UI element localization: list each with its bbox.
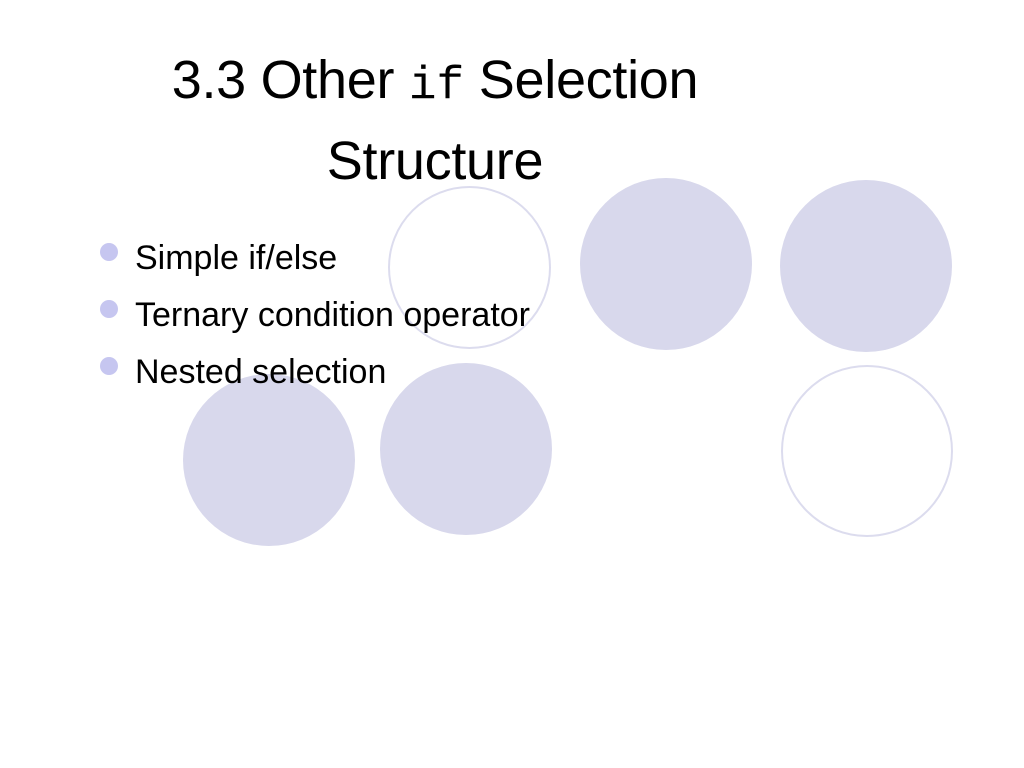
list-item: Nested selection (96, 344, 916, 401)
slide-title-prefix: 3.3 Other (171, 50, 409, 110)
slide-title-keyword-if: if (408, 60, 465, 112)
bullet-label: Ternary condition operator (135, 296, 531, 334)
bullet-label: Nested selection (135, 353, 387, 391)
bullet-dot-icon (100, 357, 118, 375)
bullet-label: Simple if/else (135, 239, 338, 277)
slide-title: 3.3 Other if Selection Structure (102, 40, 768, 202)
bullet-dot-icon (100, 300, 118, 318)
slide-title-suffix: Selection (464, 50, 699, 110)
slide-title-line-2: Structure (326, 131, 544, 191)
bullet-dot-icon (100, 243, 118, 261)
slide-title-line-1: 3.3 Other if Selection (102, 40, 768, 121)
list-item: Ternary condition operator (96, 287, 916, 344)
slide-bullet-list: Simple if/else Ternary condition operato… (96, 230, 916, 401)
list-item: Simple if/else (96, 230, 916, 287)
